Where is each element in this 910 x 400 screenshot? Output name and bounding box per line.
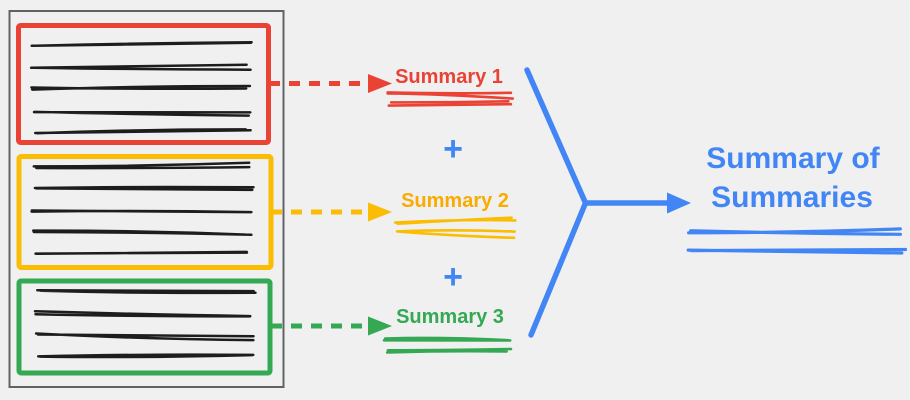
yellow-arrowhead-icon [368,202,392,222]
converge-y-lines [524,67,589,338]
summary-underline-sketch-lines [382,91,517,354]
blue-arrowhead-icon [667,192,691,214]
sketch-text-line [393,216,517,225]
sketch-text-line [32,161,251,170]
sketch-text-line [687,227,902,236]
sketch-text-line [36,353,255,359]
sketch-text-line [386,91,515,100]
plus-operator-1: + [443,130,463,168]
document-text-sketch-lines [29,40,257,359]
document-3-to-summary-3-arrow [271,316,392,336]
sketch-text-line [33,185,255,192]
sketch-text-line [395,229,516,240]
document-2-to-summary-2-arrow [271,202,392,222]
document-3-box [16,278,273,376]
final-summary-label-line2: Summaries [711,181,873,214]
sketch-text-line [33,310,252,318]
final-summary-label-line1: Summary of [706,142,880,175]
sketch-text-line [34,250,249,256]
sketch-text-line [31,229,253,237]
document-1-to-summary-1-arrow [269,74,392,93]
summary-1-label: Summary 1 [395,66,503,88]
final-summary-underline-sketch-lines [686,227,908,255]
summary-2-label: Summary 2 [401,190,509,212]
sketch-text-line [30,40,253,48]
sketch-text-line [34,332,255,342]
green-arrowhead-icon [368,316,392,336]
sketch-text-line [30,209,253,214]
sketch-text-line [387,100,513,107]
document-1-box [16,23,271,145]
sketch-text-line [36,289,257,295]
sketch-text-line [385,347,513,354]
source-documents-panel [8,10,285,388]
red-arrowhead-icon [368,74,392,93]
sketch-text-line [33,128,252,135]
sketch-text-line [686,247,908,255]
plus-operator-2: + [443,258,463,296]
sketch-text-line [382,336,512,342]
sketch-text-line [30,84,252,91]
sketch-text-line [29,63,252,71]
summary-3-label: Summary 3 [396,306,504,328]
summaries-converge-arrow [524,67,691,338]
sketch-text-line [32,110,252,117]
